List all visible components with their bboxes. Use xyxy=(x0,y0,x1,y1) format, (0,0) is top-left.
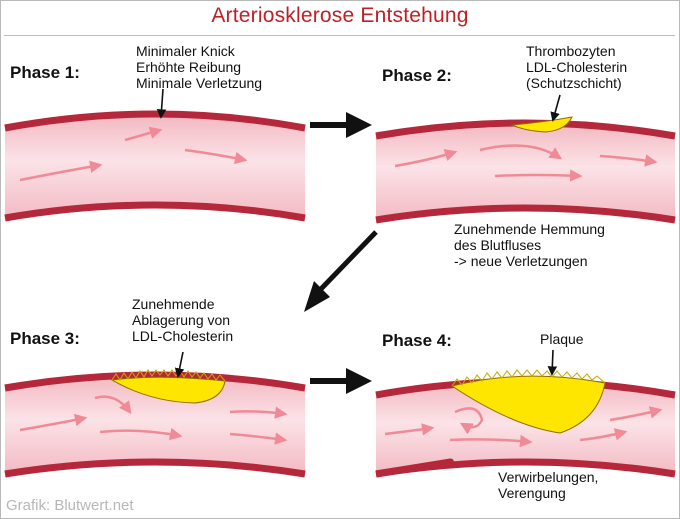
watermark: Grafik: Blutwert.net xyxy=(6,497,134,514)
phase-3-note: Zunehmende Ablagerung von LDL-Cholesteri… xyxy=(132,296,233,344)
note-line: Thrombozyten xyxy=(526,43,616,59)
transition-arrow-1-2 xyxy=(310,112,372,138)
title-divider xyxy=(4,35,675,36)
vessel-phase-1 xyxy=(4,88,306,222)
phase-2-note: Thrombozyten LDL-Cholesterin (Schutzschi… xyxy=(526,43,627,91)
ldl-deposit xyxy=(110,376,226,404)
note-line: Erhöhte Reibung xyxy=(136,59,242,75)
flow-arrows xyxy=(384,406,663,448)
phase-3-label: Phase 3: xyxy=(10,329,80,348)
diagram-title: Arteriosklerose Entstehung xyxy=(211,4,469,27)
pointer-arrow xyxy=(550,94,561,122)
plaque xyxy=(450,375,606,434)
pointer-arrow xyxy=(156,88,167,119)
phase-4-label: Phase 4: xyxy=(382,331,452,350)
note-line: -> neue Verletzungen xyxy=(454,253,588,269)
phase-4-bottom-note: Verwirbelungen, Verengung xyxy=(498,469,598,501)
transition-arrow-2-3 xyxy=(304,230,378,312)
phase-2-label: Phase 2: xyxy=(382,66,452,85)
phase-4-note: Plaque xyxy=(540,331,584,347)
transition-arrow-3-4 xyxy=(310,368,372,394)
flow-arrows xyxy=(19,126,248,182)
phase-1-note: Minimaler Knick Erhöhte Reibung Minimale… xyxy=(136,43,262,91)
phase-1-label: Phase 1: xyxy=(10,63,80,82)
note-line: Verengung xyxy=(498,485,566,501)
note-line: des Blutfluses xyxy=(454,237,542,253)
note-line: (Schutzschicht) xyxy=(526,75,622,91)
transition-note: Zunehmende Hemmung des Blutfluses -> neu… xyxy=(454,221,605,269)
vessel-phase-3 xyxy=(4,351,306,478)
note-line: Minimale Verletzung xyxy=(136,75,263,91)
note-line: Minimaler Knick xyxy=(136,43,235,59)
pointer-arrow xyxy=(174,351,185,378)
vessel-phase-2 xyxy=(375,94,676,224)
deposit-fringe xyxy=(111,369,226,382)
note-line: Zunehmende xyxy=(132,296,215,312)
note-line: LDL-Cholesterin xyxy=(132,328,234,344)
note-line: Ablagerung von xyxy=(132,312,231,328)
vessel-phase-4 xyxy=(375,349,676,478)
plaque-fringe xyxy=(451,369,606,387)
flow-arrows xyxy=(394,144,658,182)
note-line: Verwirbelungen, xyxy=(498,469,599,485)
note-line: Plaque xyxy=(540,331,584,347)
note-line: LDL-Cholesterin xyxy=(526,59,628,75)
pointer-arrow xyxy=(547,349,558,376)
flow-arrows xyxy=(19,395,288,445)
note-line: Zunehmende Hemmung xyxy=(454,221,605,237)
